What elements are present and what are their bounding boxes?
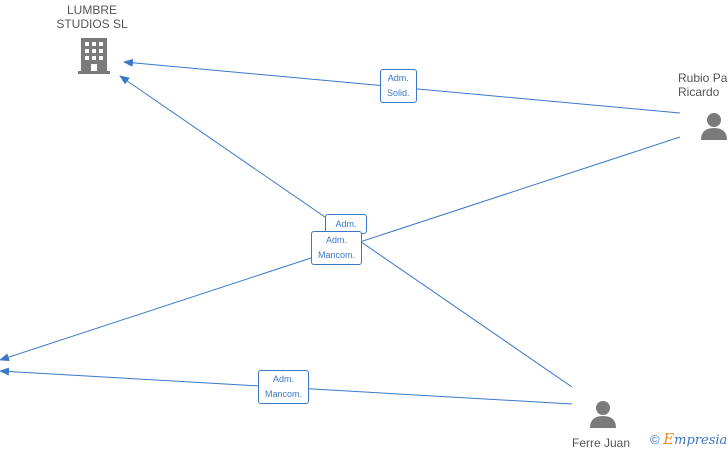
company-label[interactable]: LUMBRE STUDIOS SL — [56, 3, 128, 31]
edge-label-adm-mancom-bottom[interactable]: Adm. Mancom. — [258, 370, 310, 404]
person-icon[interactable] — [588, 399, 618, 429]
empresia-watermark: © Empresia — [650, 430, 727, 448]
edge-label-adm-mancom-center[interactable]: Adm. Mancom. — [311, 231, 363, 265]
edge-label-adm-solid[interactable]: Adm. Solid. — [380, 69, 417, 103]
person-ferre-label[interactable]: Ferre Juan — [571, 436, 631, 450]
copyright-symbol: © — [650, 432, 660, 447]
person-rubio-label[interactable]: Rubio Pa Ricardo — [678, 71, 728, 99]
brand-rest: mpresia — [674, 433, 728, 448]
brand-initial: E — [663, 430, 675, 448]
person-icon[interactable] — [699, 111, 728, 141]
building-icon[interactable] — [78, 38, 110, 74]
